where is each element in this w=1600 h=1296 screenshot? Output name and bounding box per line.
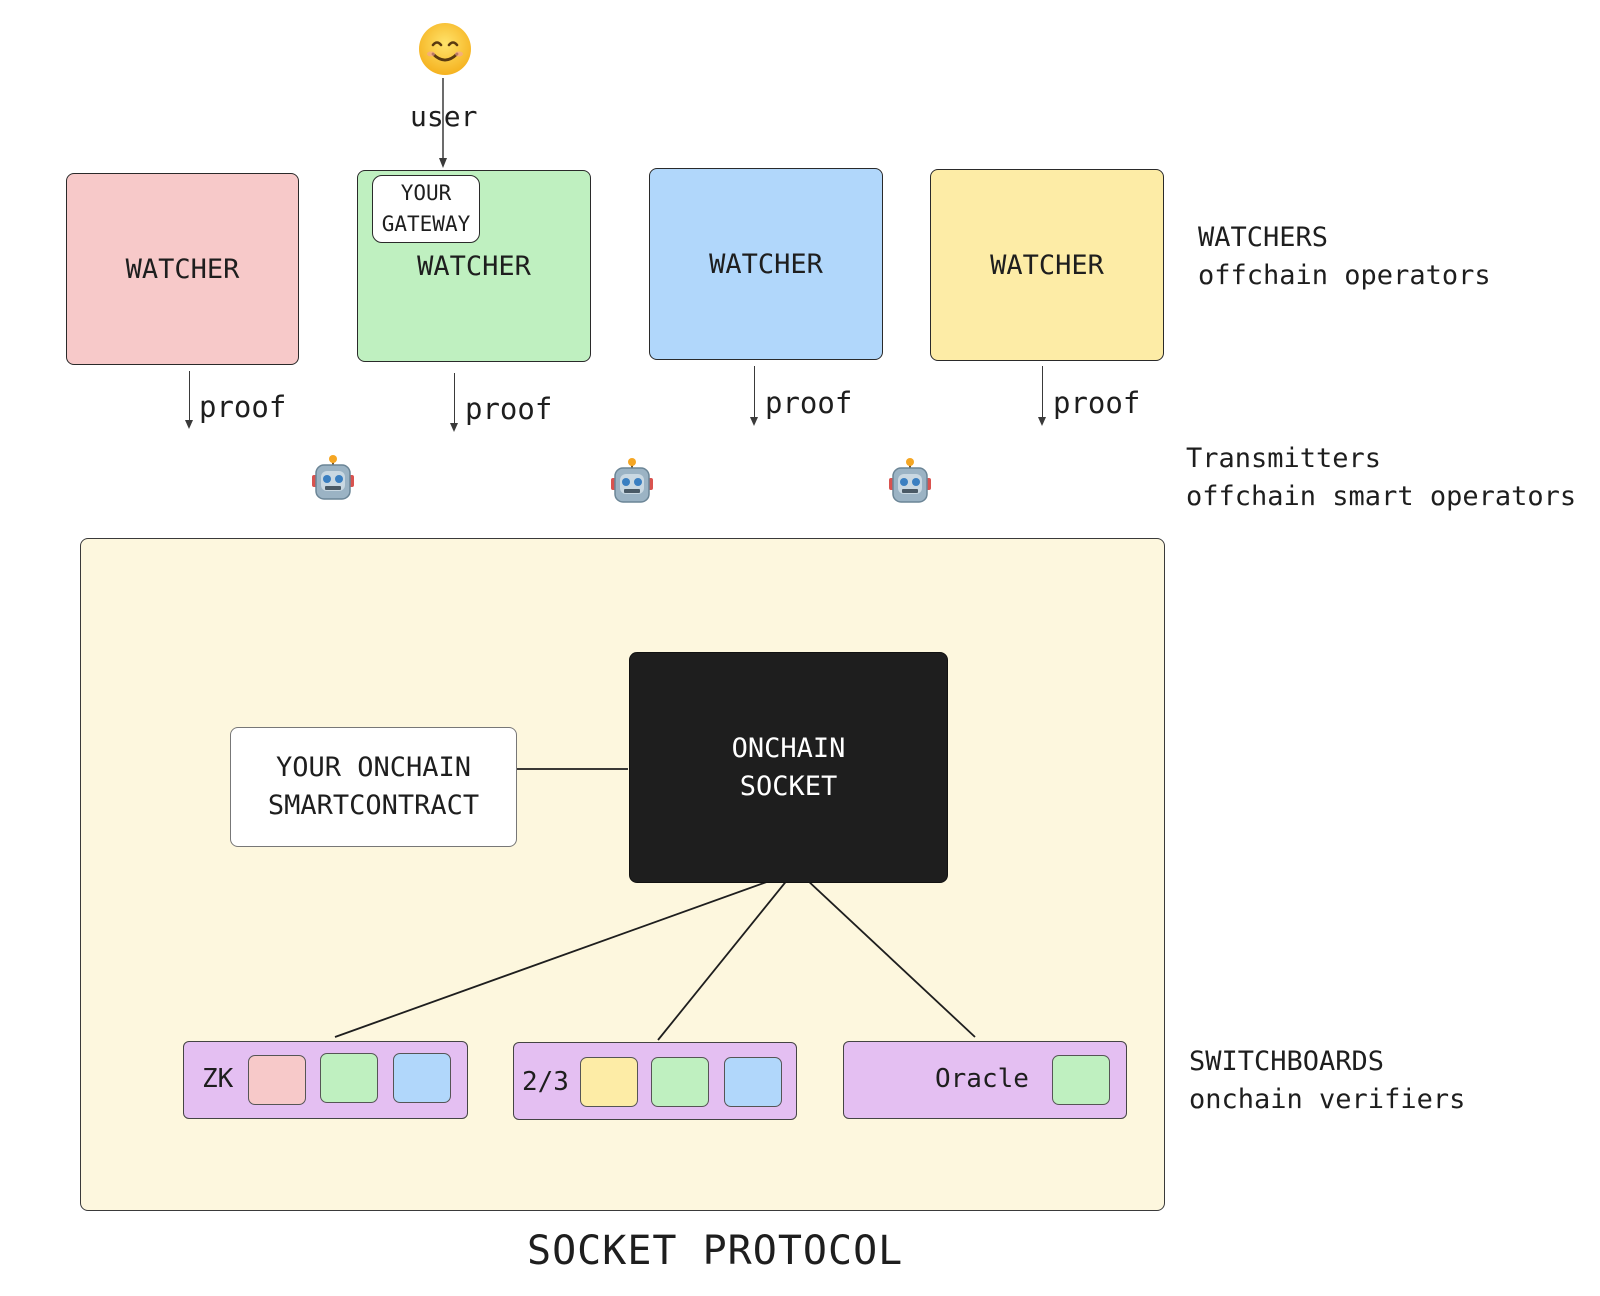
- onchain-socket-box: ONCHAIN SOCKET: [629, 652, 948, 883]
- proof-arrow-line: [454, 373, 455, 424]
- chip-blue: [393, 1053, 451, 1103]
- robot-icon: [311, 455, 355, 501]
- switchboard-label: 2/3: [522, 1067, 569, 1097]
- user-arrow-head: [439, 158, 447, 168]
- proof-label: proof: [1053, 386, 1141, 420]
- robot-icon: [610, 458, 654, 504]
- transmitters-legend-title: Transmitters: [1186, 443, 1382, 474]
- watcher-label: WATCHER: [125, 253, 240, 285]
- transmitters-legend-sub: offchain smart operators: [1186, 481, 1577, 512]
- smartcontract-line2: SMARTCONTRACT: [267, 790, 480, 821]
- chip-yellow: [580, 1057, 638, 1107]
- watcher-label: WATCHER: [990, 249, 1104, 281]
- chip-blue: [724, 1057, 782, 1107]
- protocol-title: SOCKET PROTOCOL: [527, 1228, 904, 1274]
- switchboard-label: Oracle: [935, 1064, 1029, 1094]
- watchers-legend-sub: offchain operators: [1198, 260, 1491, 291]
- watcher-box-blue: WATCHER: [649, 168, 883, 360]
- gateway-badge-line1: YOUR: [400, 181, 452, 205]
- chip-green: [651, 1057, 709, 1107]
- proof-arrow-head: [1038, 417, 1046, 426]
- proof-label: proof: [199, 390, 287, 424]
- smartcontract-box: YOUR ONCHAIN SMARTCONTRACT: [230, 727, 517, 847]
- smiley-face-icon: [418, 22, 472, 80]
- switchboards-legend-title: SWITCHBOARDS: [1189, 1046, 1385, 1077]
- proof-arrow-line: [754, 366, 755, 418]
- chip-green: [320, 1053, 378, 1103]
- switchboard-zk: ZK: [183, 1041, 468, 1119]
- watcher-label: WATCHER: [417, 250, 531, 282]
- smartcontract-line1: YOUR ONCHAIN: [275, 752, 472, 783]
- proof-arrow-line: [189, 371, 190, 421]
- user-label: user: [410, 100, 478, 133]
- switchboard-two-thirds: 2/3: [513, 1042, 797, 1120]
- proof-arrow-head: [185, 420, 193, 429]
- socket-line2: SOCKET: [739, 770, 838, 802]
- watcher-box-yellow: WATCHER: [930, 169, 1164, 361]
- switchboard-oracle: Oracle: [843, 1041, 1127, 1119]
- socket-line1: ONCHAIN: [731, 732, 846, 764]
- proof-arrow-line: [1042, 366, 1043, 418]
- socket-zk-link: [334, 878, 776, 1038]
- robot-icon: [888, 458, 932, 504]
- proof-label: proof: [465, 392, 553, 426]
- proof-arrow-head: [750, 417, 758, 426]
- chip-green: [1052, 1055, 1110, 1105]
- watcher-box-pink: WATCHER: [66, 173, 299, 365]
- proof-label: proof: [765, 386, 853, 420]
- watchers-legend-title: WATCHERS: [1198, 222, 1329, 253]
- gateway-badge: YOUR GATEWAY: [372, 175, 480, 243]
- socket-twothirds-link: [657, 878, 789, 1041]
- switchboards-legend-sub: onchain verifiers: [1189, 1084, 1466, 1115]
- socket-oracle-link: [805, 878, 976, 1038]
- chip-pink: [248, 1055, 306, 1105]
- switchboard-label: ZK: [202, 1064, 234, 1094]
- watcher-label: WATCHER: [709, 248, 823, 280]
- proof-arrow-head: [450, 423, 458, 432]
- gateway-badge-line2: GATEWAY: [381, 212, 471, 236]
